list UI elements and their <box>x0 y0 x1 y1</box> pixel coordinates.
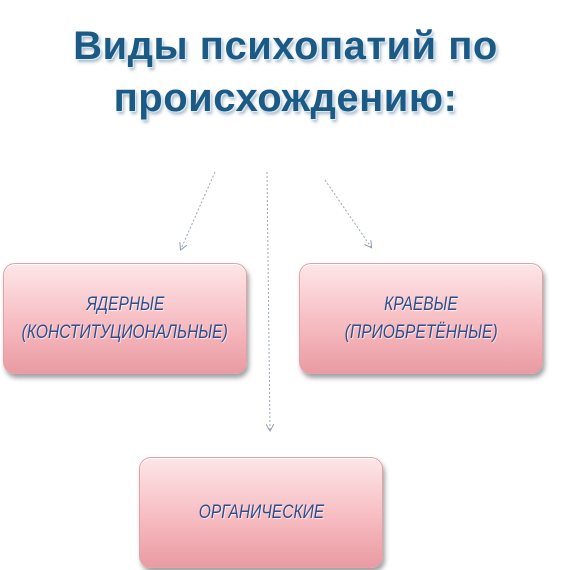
arrow-to-left-box <box>181 171 216 249</box>
arrow-to-bottom-box <box>267 171 270 430</box>
arrow-to-right-box <box>324 179 371 247</box>
box-nuclear: ЯДЕРНЫЕ (КОНСТИТУЦИОНАЛЬНЫЕ) <box>3 263 247 374</box>
box-nuclear-line-2: (КОНСТИТУЦИОНАЛЬНЫЕ) <box>21 321 229 343</box>
box-nuclear-line-1: ЯДЕРНЫЕ <box>86 293 164 315</box>
title-line-2: происхождению: <box>113 76 458 120</box>
box-organic: ОРГАНИЧЕСКИЕ <box>139 457 383 568</box>
box-marginal: КРАЕВЫЕ (ПРИОБРЕТЁННЫЕ) <box>299 263 543 374</box>
box-organic-line-1: ОРГАНИЧЕСКИЕ <box>198 501 324 523</box>
box-marginal-line-2: (ПРИОБРЕТЁННЫЕ) <box>344 321 498 343</box>
diagram-title: Виды психопатий по происхождению: <box>0 20 571 124</box>
box-marginal-line-1: КРАЕВЫЕ <box>384 293 458 315</box>
title-line-1: Виды психопатий по <box>73 24 498 68</box>
